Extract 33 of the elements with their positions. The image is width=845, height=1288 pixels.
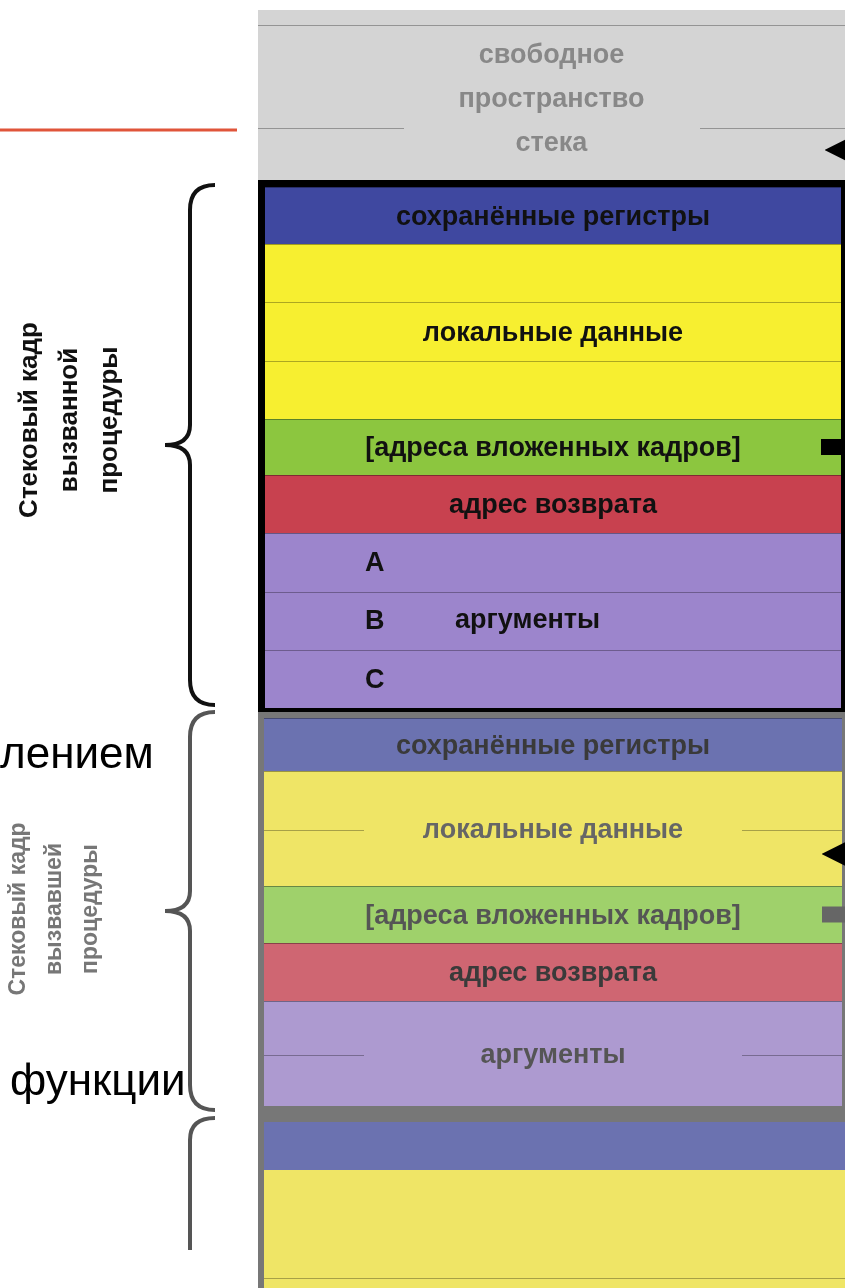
overlay-text: лением (0, 728, 154, 778)
pointer-arrow (821, 842, 845, 866)
stack-band (264, 886, 842, 943)
band-label: адрес возврата (448, 957, 659, 988)
band-label: адрес возврата (448, 489, 659, 520)
band-label: [адреса вложенных кадров] (364, 432, 742, 463)
band-label: C (365, 663, 385, 695)
bracket-label: Стековый кадр вызвавшей процедуры (3, 821, 103, 998)
stack-band (258, 1112, 845, 1170)
stack-band (265, 419, 841, 475)
band-label: аргументы (455, 604, 600, 635)
stack-band (258, 10, 845, 180)
stack-band (265, 244, 841, 419)
stack-band (258, 1170, 845, 1230)
stack-band (264, 771, 842, 886)
stack-band (264, 943, 842, 1001)
stack-band (264, 718, 842, 771)
band-label: A (365, 547, 385, 578)
stack-band (264, 1001, 842, 1106)
stack-frame (258, 180, 845, 715)
band-label: B (365, 605, 385, 636)
stack-band (265, 475, 841, 533)
stack-frame (258, 712, 845, 1112)
band-label: локальные данные (421, 316, 685, 348)
band-label: сохранённые регистры (395, 200, 711, 232)
pointer-arrow (824, 138, 845, 162)
stack-band (265, 187, 841, 244)
stack-band (265, 533, 841, 708)
band-label: сохранённые регистры (395, 729, 711, 761)
stack-band (258, 1230, 845, 1288)
band-label: [адреса вложенных кадров] (364, 899, 742, 931)
overlay-text: функции (10, 1055, 186, 1105)
bracket-label: Стековый кадр вызванной процедуры (12, 321, 124, 520)
